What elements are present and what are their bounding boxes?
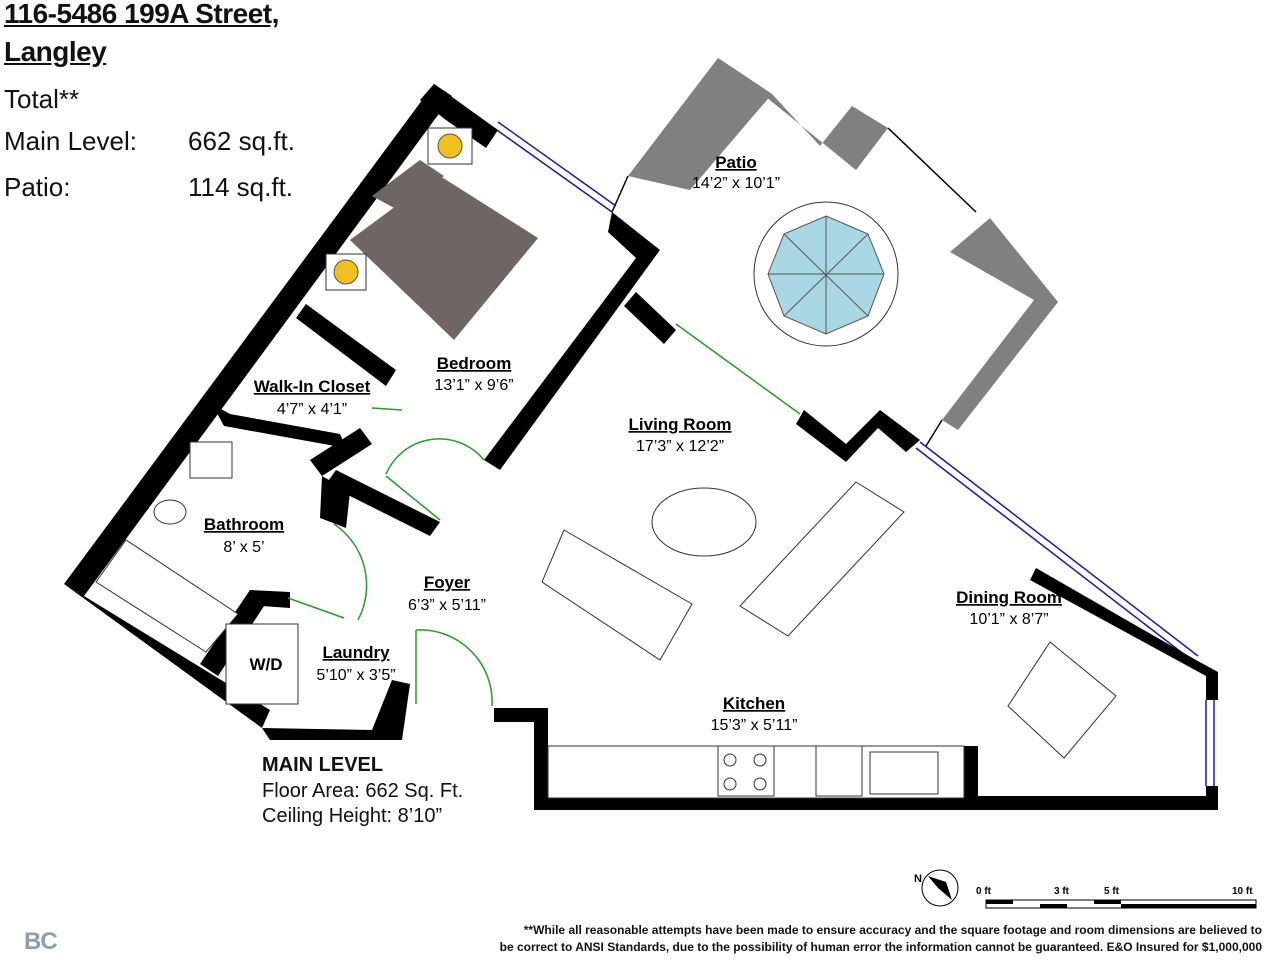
logo: BC — [24, 928, 58, 955]
patio-walls — [628, 58, 1058, 430]
kitchen-dims: 15’3” x 5’11” — [711, 717, 798, 734]
disclaimer-line-2: be correct to ANSI Standards, due to the… — [499, 940, 1262, 954]
dining-dims: 10’1” x 8’7” — [969, 611, 1048, 628]
laundry-name: Laundry — [322, 643, 390, 662]
patio-dims: 14’2” x 10’1” — [692, 175, 780, 192]
kitchen-counter — [547, 745, 965, 799]
closet-dims: 4’7” x 4’1” — [277, 401, 347, 418]
main-level-label: Main Level: — [4, 126, 137, 156]
scale-label-5: 5 ft — [1104, 886, 1120, 897]
living-name: Living Room — [629, 415, 732, 434]
foyer-name: Foyer — [424, 573, 471, 592]
windows — [493, 121, 1215, 786]
washer-dryer-label: W/D — [249, 655, 282, 674]
dining-table — [1007, 641, 1117, 759]
disclaimer-line-1: **While all reasonable attempts have bee… — [523, 923, 1262, 937]
bathroom-fixtures — [95, 441, 239, 653]
doors — [287, 323, 801, 707]
laundry-dims: 5’10” x 3’5” — [316, 667, 395, 684]
address-line-1: 116-5486 199A Street, — [4, 0, 279, 29]
scale-label-0: 0 ft — [976, 886, 992, 897]
patio-label: Patio: — [4, 172, 71, 202]
dining-name: Dining Room — [956, 588, 1062, 607]
ceiling-height: Ceiling Height: 8’10” — [262, 805, 443, 827]
bedroom-name: Bedroom — [437, 354, 512, 373]
patio-name: Patio — [715, 153, 757, 172]
patio-value: 114 sq.ft. — [188, 172, 294, 202]
room-labels: Patio 14’2” x 10’1” Bedroom 13’1” x 9’6”… — [204, 153, 1062, 734]
total-label: Total** — [4, 84, 80, 114]
address-line-2: Langley — [4, 36, 107, 67]
foyer-dims: 6’3” x 5’11” — [408, 597, 486, 614]
scale-bar: 0 ft 3 ft 5 ft 10 ft — [976, 886, 1257, 909]
scale-label-10: 10 ft — [1232, 886, 1253, 897]
patio-thin-lines — [611, 127, 977, 447]
compass-icon: N — [914, 869, 959, 907]
bathroom-dims: 8’ x 5’ — [223, 539, 264, 556]
compass-label: N — [914, 873, 922, 885]
bedroom-dims: 13’1” x 9’6” — [434, 377, 513, 394]
bed — [325, 127, 538, 340]
bathroom-name: Bathroom — [204, 515, 284, 534]
living-furniture — [541, 481, 905, 661]
washer-dryer — [225, 623, 299, 705]
patio-table — [753, 201, 899, 347]
scale-label-3: 3 ft — [1054, 886, 1070, 897]
kitchen-name: Kitchen — [723, 694, 785, 713]
main-level-title: MAIN LEVEL — [262, 754, 384, 776]
walls — [64, 84, 1218, 810]
disclaimer: **While all reasonable attempts have bee… — [402, 922, 1262, 956]
living-dims: 17’3” x 12’2” — [636, 438, 724, 455]
main-level-value: 662 sq.ft. — [188, 126, 295, 156]
floor-area: Floor Area: 662 Sq. Ft. — [262, 780, 464, 802]
closet-name: Walk-In Closet — [254, 377, 371, 396]
